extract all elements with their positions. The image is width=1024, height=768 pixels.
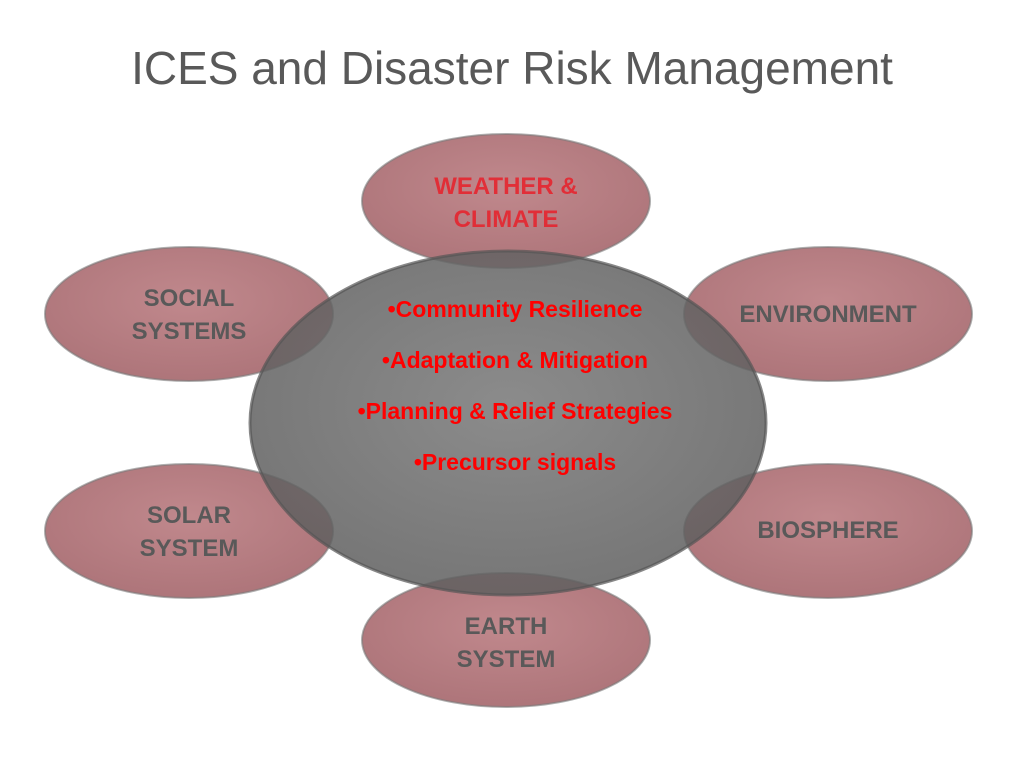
center-bullet-list: •Community Resilience •Adaptation & Miti… (295, 296, 735, 500)
bullet-adaptation-mitigation: •Adaptation & Mitigation (381, 347, 649, 373)
slide-title: ICES and Disaster Risk Management (131, 42, 893, 94)
environment-line1: ENVIRONMENT (739, 301, 917, 328)
center-ellipse (248, 249, 768, 597)
weather-climate-line2: CLIMATE (453, 206, 559, 233)
social-systems-line1: SOCIAL (143, 285, 235, 312)
social-systems-label: SOCIAL SYSTEMS (69, 282, 309, 348)
biosphere-line1: BIOSPHERE (757, 517, 899, 544)
weather-climate-line1: WEATHER & (434, 173, 578, 200)
earth-system-line1: EARTH (464, 613, 548, 640)
earth-system-label: EARTH SYSTEM (386, 610, 626, 676)
biosphere-label: BIOSPHERE (708, 514, 948, 547)
bullet-community-resilience: •Community Resilience (387, 296, 643, 322)
solar-system-line1: SOLAR (147, 502, 231, 529)
social-systems-line2: SYSTEMS (131, 318, 247, 345)
weather-climate-label: WEATHER & CLIMATE (386, 170, 626, 236)
solar-system-line2: SYSTEM (139, 535, 239, 562)
bullet-precursor-signals: •Precursor signals (413, 449, 617, 475)
bullet-planning-relief: •Planning & Relief Strategies (357, 398, 673, 424)
earth-system-line2: SYSTEM (456, 646, 556, 673)
environment-label: ENVIRONMENT (698, 298, 958, 331)
solar-system-label: SOLAR SYSTEM (69, 499, 309, 565)
